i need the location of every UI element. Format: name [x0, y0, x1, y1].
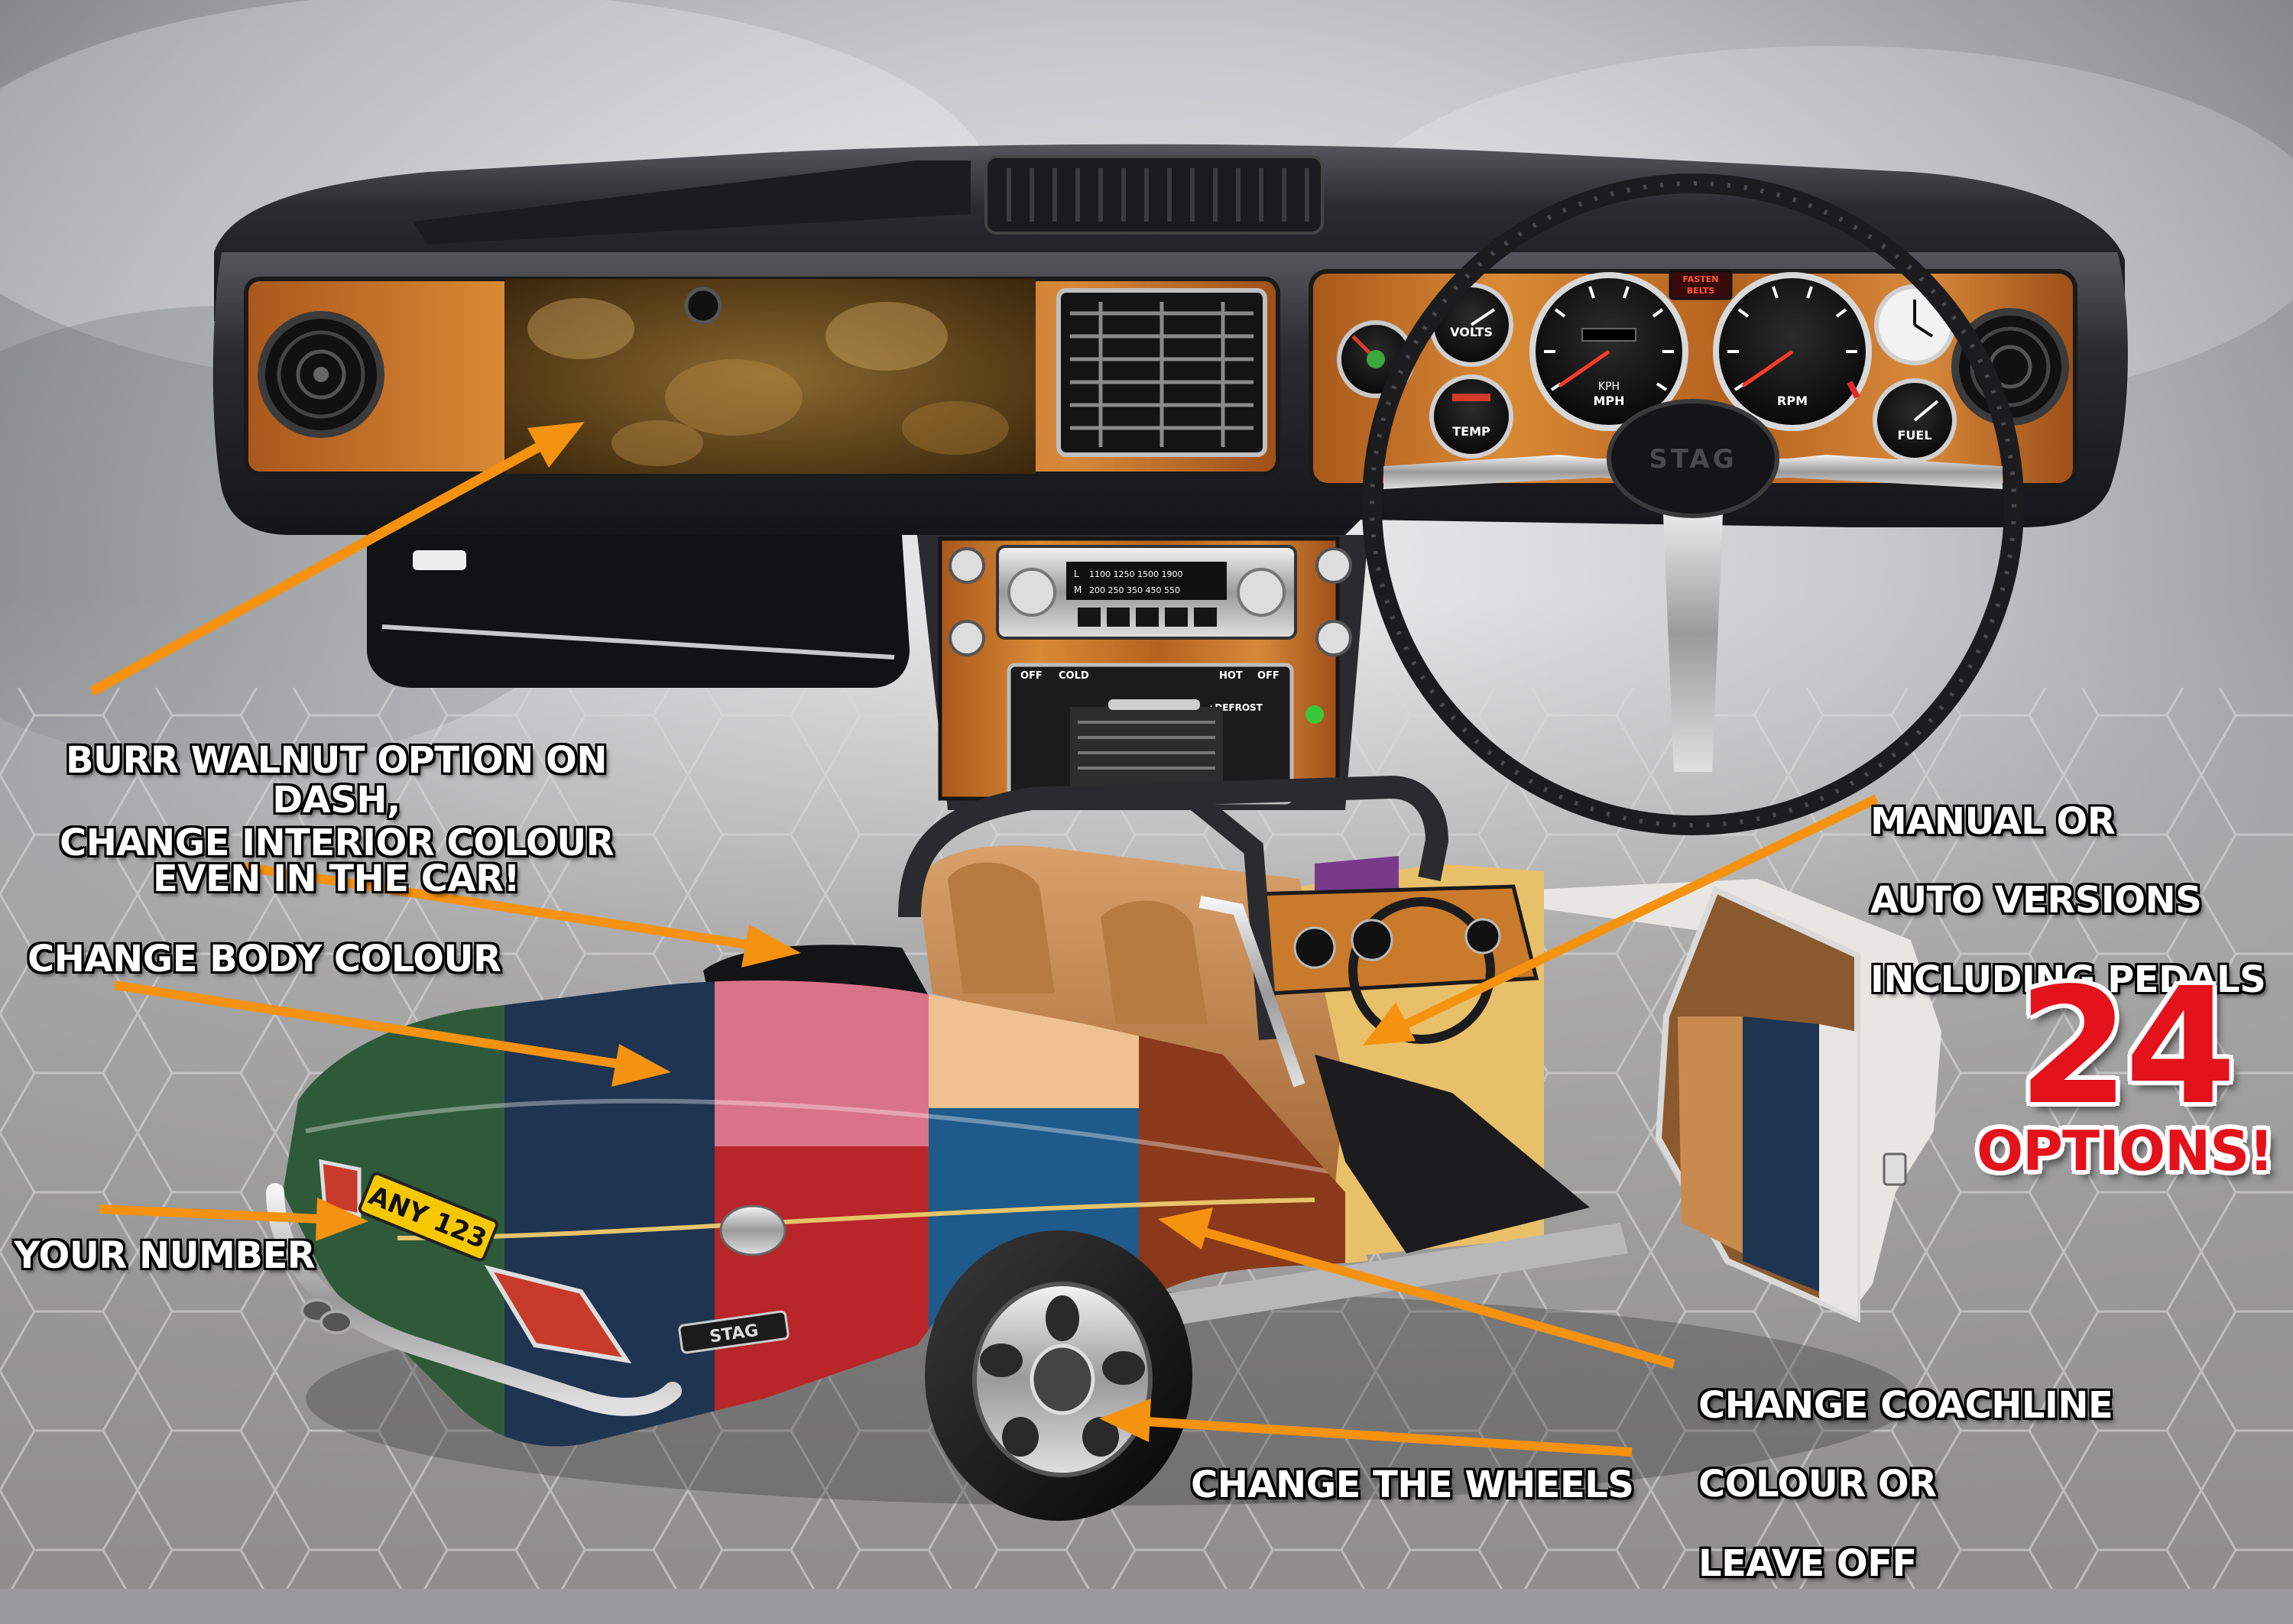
- arrow-icon: [1158, 1207, 1675, 1369]
- radio-scale-l: 1100 1250 1500 1900: [1089, 569, 1182, 579]
- warning-light-line2: BELTS: [1687, 286, 1715, 296]
- radio-scale-m: 200 250 350 450 550: [1089, 585, 1180, 595]
- coachline-line-1: CHANGE COACHLINE: [1698, 1383, 2113, 1427]
- stag-horn-badge: STAG: [1649, 444, 1737, 475]
- radio-knob[interactable]: [1237, 568, 1286, 617]
- manual-auto-line-1: MANUAL OR: [1870, 799, 2116, 843]
- arrow-icon: [236, 861, 801, 968]
- arrow-icon: [1363, 794, 1879, 1045]
- heater-off-left: OFF: [1020, 670, 1043, 682]
- rpm-label: RPM: [1777, 394, 1808, 408]
- arrow-icon: [114, 981, 671, 1087]
- radio-band-m: M: [1074, 585, 1082, 595]
- options-text: OPTIONS!: [1976, 1118, 2274, 1183]
- burr-walnut-line-2: EVEN IN THE CAR!: [153, 857, 521, 901]
- your-number-callout: YOUR NUMBER: [14, 1234, 316, 1277]
- artwork: FASTEN BELTS VOLTS TEMP: [0, 0, 2293, 1589]
- wheels-callout: CHANGE THE WHEELS: [1191, 1464, 1634, 1506]
- mph-label: MPH: [1593, 394, 1624, 408]
- wheel-icon: [925, 1230, 1192, 1521]
- burr-walnut-glovebox: [504, 279, 1036, 474]
- heater-hot: HOT: [1219, 670, 1243, 682]
- manual-auto-line-3: INCLUDING PEDALS: [1870, 958, 2266, 1002]
- options-count: 24: [2017, 953, 2236, 1140]
- kph-label: KPH: [1598, 381, 1620, 393]
- vent-icon: [258, 311, 384, 438]
- heater-cold: COLD: [1059, 670, 1089, 682]
- manual-auto-line-2: AUTO VERSIONS: [1870, 879, 2202, 922]
- coachline-line-2: COLOUR OR: [1698, 1463, 1937, 1506]
- fuel-label: FUEL: [1897, 428, 1931, 442]
- interior-colour-callout: CHANGE INTERIOR COLOUR: [60, 822, 615, 864]
- poster: FASTEN BELTS VOLTS TEMP: [0, 0, 2293, 1589]
- arrow-icon: [1099, 1399, 1633, 1457]
- car: ANY 123 STAG: [266, 775, 1941, 1521]
- body-colour-callout: CHANGE BODY COLOUR: [28, 938, 501, 981]
- coachline: [397, 1198, 1315, 1240]
- temp-label: TEMP: [1452, 424, 1490, 439]
- coachline-callout: CHANGE COACHLINE COLOUR OR LEAVE OFF: [1698, 1347, 2113, 1624]
- heater-slider[interactable]: [1108, 699, 1200, 710]
- heater-off-right: OFF: [1257, 670, 1279, 682]
- coachline-line-3: LEAVE OFF: [1698, 1542, 1917, 1586]
- radio-band-l: L: [1074, 569, 1079, 579]
- manual-auto-callout: MANUAL OR AUTO VERSIONS INCLUDING PEDALS: [1870, 763, 2266, 1040]
- burr-walnut-line-1: BURR WALNUT OPTION ON DASH,: [65, 738, 608, 822]
- dashboard: FASTEN BELTS VOLTS TEMP: [212, 144, 2128, 835]
- burr-walnut-callout: BURR WALNUT OPTION ON DASH, EVEN IN THE …: [31, 702, 642, 939]
- arrow-icon: [99, 1198, 368, 1241]
- options-badge: 24 OPTIONS!: [1957, 953, 2293, 1183]
- arrow-icon: [89, 422, 585, 696]
- temp-gauge: [1429, 374, 1513, 459]
- volts-label: VOLTS: [1450, 325, 1493, 339]
- callout-arrows: [89, 422, 1879, 1457]
- steering-wheel-icon[interactable]: STAG: [1362, 173, 2024, 835]
- warning-light: FASTEN: [1683, 274, 1719, 284]
- radio-knob[interactable]: [1007, 568, 1056, 617]
